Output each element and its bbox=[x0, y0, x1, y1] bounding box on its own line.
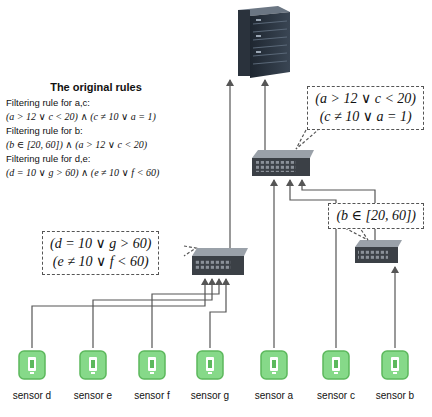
callout-rule: (c ≠ 10 ∨ a = 1) bbox=[315, 108, 416, 126]
sensor-icon bbox=[79, 350, 107, 380]
sensor-wire bbox=[210, 279, 226, 348]
sensor-name: sensor a bbox=[243, 390, 305, 402]
rule-formula: (b ∈ [20, 60]) ∧ (a > 12 ∨ c < 20) bbox=[6, 138, 147, 152]
sensor-name: sensor f bbox=[121, 390, 183, 402]
callout-tail bbox=[184, 130, 368, 256]
sensor-node: sensor g bbox=[179, 350, 241, 382]
rule-callout: (a > 12 ∨ c < 20)(c ≠ 10 ∨ a = 1) bbox=[307, 86, 424, 130]
sensor-wire bbox=[32, 279, 205, 348]
switch-icon bbox=[355, 240, 402, 263]
uplink-arrow bbox=[264, 80, 265, 150]
sensor-icon bbox=[322, 350, 350, 380]
rule-heading: Filtering rule for b: bbox=[6, 124, 83, 138]
server-icon bbox=[238, 6, 290, 78]
callout-rule: (a > 12 ∨ c < 20) bbox=[315, 90, 416, 108]
sensor-icon bbox=[381, 350, 409, 380]
sensor-node: sensor b bbox=[364, 350, 426, 382]
rule-formula: (a > 12 ∨ c < 20) ∧ (c ≠ 10 ∨ a = 1) bbox=[6, 110, 156, 124]
rules-title: The original rules bbox=[0, 81, 192, 93]
callout-rule: (b ∈ [20, 60]) bbox=[336, 207, 416, 225]
sensor-name: sensor d bbox=[1, 390, 63, 402]
rule-callout: (d = 10 ∨ g > 60)(e ≠ 10 ∨ f < 60) bbox=[42, 231, 159, 275]
sensor-icon bbox=[260, 350, 288, 380]
sensor-node: sensor a bbox=[243, 350, 305, 382]
sensor-icon bbox=[138, 350, 166, 380]
sensor-name: sensor b bbox=[364, 390, 426, 402]
sensor-name: sensor g bbox=[179, 390, 241, 402]
sensor-wire bbox=[273, 180, 274, 348]
callout-rule: (e ≠ 10 ∨ f < 60) bbox=[50, 253, 151, 271]
rule-heading: Filtering rule for a,c: bbox=[6, 96, 90, 110]
sensor-node: sensor e bbox=[62, 350, 124, 382]
sensor-node: sensor d bbox=[1, 350, 63, 382]
switch-icon bbox=[192, 248, 248, 275]
sensor-icon bbox=[196, 350, 224, 380]
rule-formula: (d = 10 ∨ g > 60) ∧ (e ≠ 10 ∨ f < 60) bbox=[6, 166, 159, 180]
sensor-node: sensor c bbox=[305, 350, 367, 382]
switch-icon bbox=[252, 150, 314, 176]
sensor-icon bbox=[18, 350, 46, 380]
sensor-name: sensor e bbox=[62, 390, 124, 402]
sensor-node: sensor f bbox=[121, 350, 183, 382]
rule-heading: Filtering rule for d,e: bbox=[6, 152, 90, 166]
rule-callout: (b ∈ [20, 60]) bbox=[328, 203, 424, 229]
uplink-arrow bbox=[229, 80, 230, 248]
sensor-wire bbox=[152, 279, 219, 348]
callout-rule: (d = 10 ∨ g > 60) bbox=[50, 235, 151, 253]
sensor-name: sensor c bbox=[305, 390, 367, 402]
sensor-wire bbox=[394, 267, 395, 348]
